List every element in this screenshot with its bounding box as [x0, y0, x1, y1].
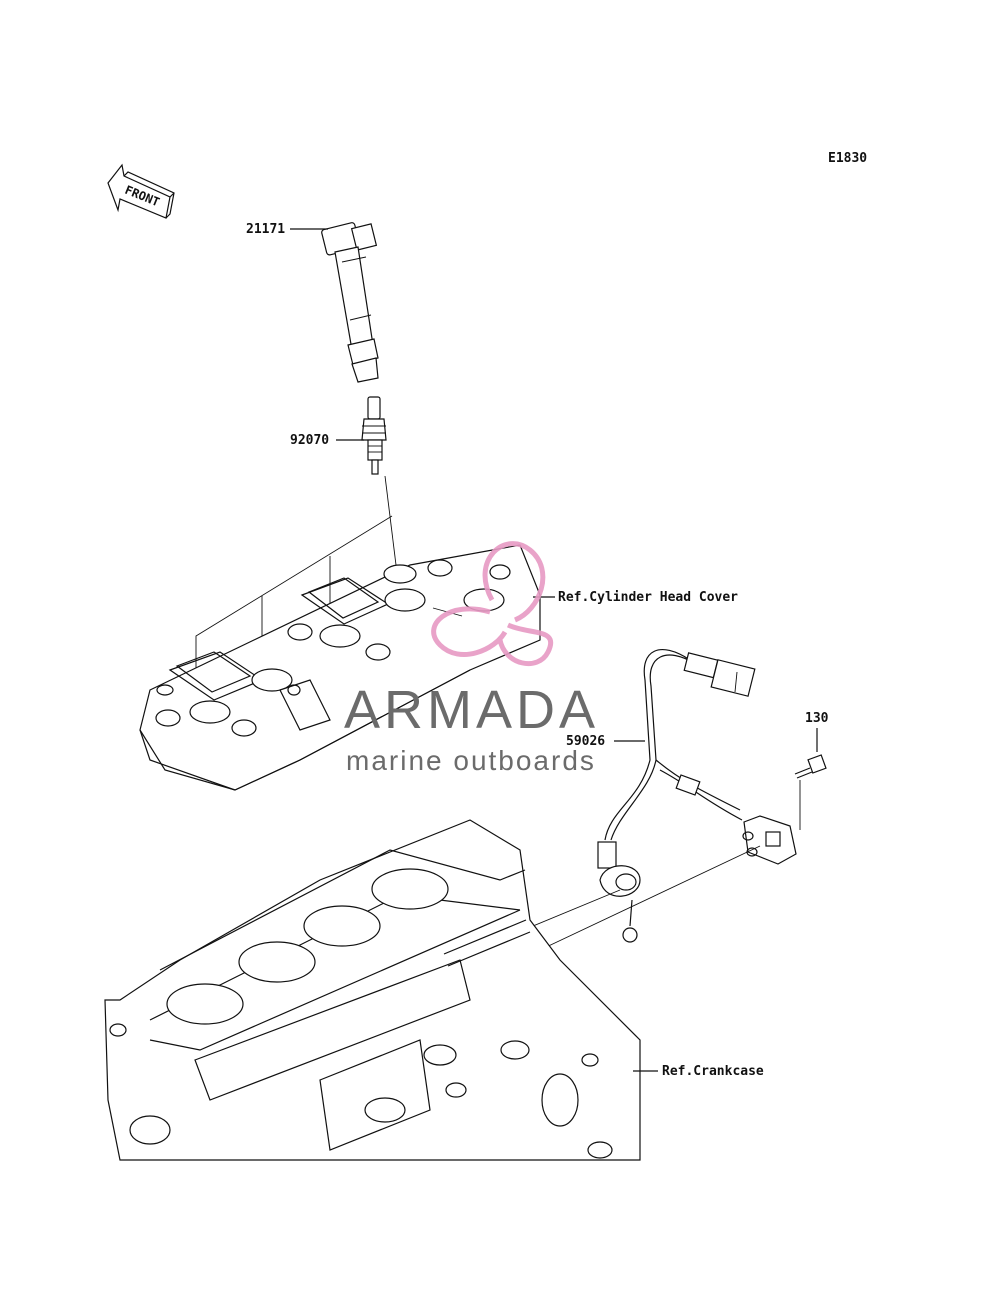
watermark-title: ARMADA	[344, 680, 599, 740]
front-arrow-icon: FRONT	[107, 163, 175, 219]
label-21171: 21171	[246, 222, 285, 237]
label-59026: 59026	[566, 734, 605, 749]
bolt	[794, 754, 827, 779]
label-130: 130	[805, 711, 829, 726]
spark-plug	[361, 396, 387, 475]
leader-plug-hole	[384, 475, 397, 566]
watermark-subtitle: marine outboards	[346, 745, 596, 776]
label-crankcase: Ref.Crankcase	[662, 1064, 764, 1079]
label-92070: 92070	[290, 433, 329, 448]
label-head-cover: Ref.Cylinder Head Cover	[558, 590, 738, 605]
crankcase	[104, 819, 641, 1161]
cylinder-head-cover	[139, 544, 541, 791]
sensor-harness	[597, 649, 797, 943]
diagram-code: E1830	[828, 151, 867, 166]
armada-logo-icon	[431, 541, 554, 667]
ignition-coil	[321, 222, 379, 383]
